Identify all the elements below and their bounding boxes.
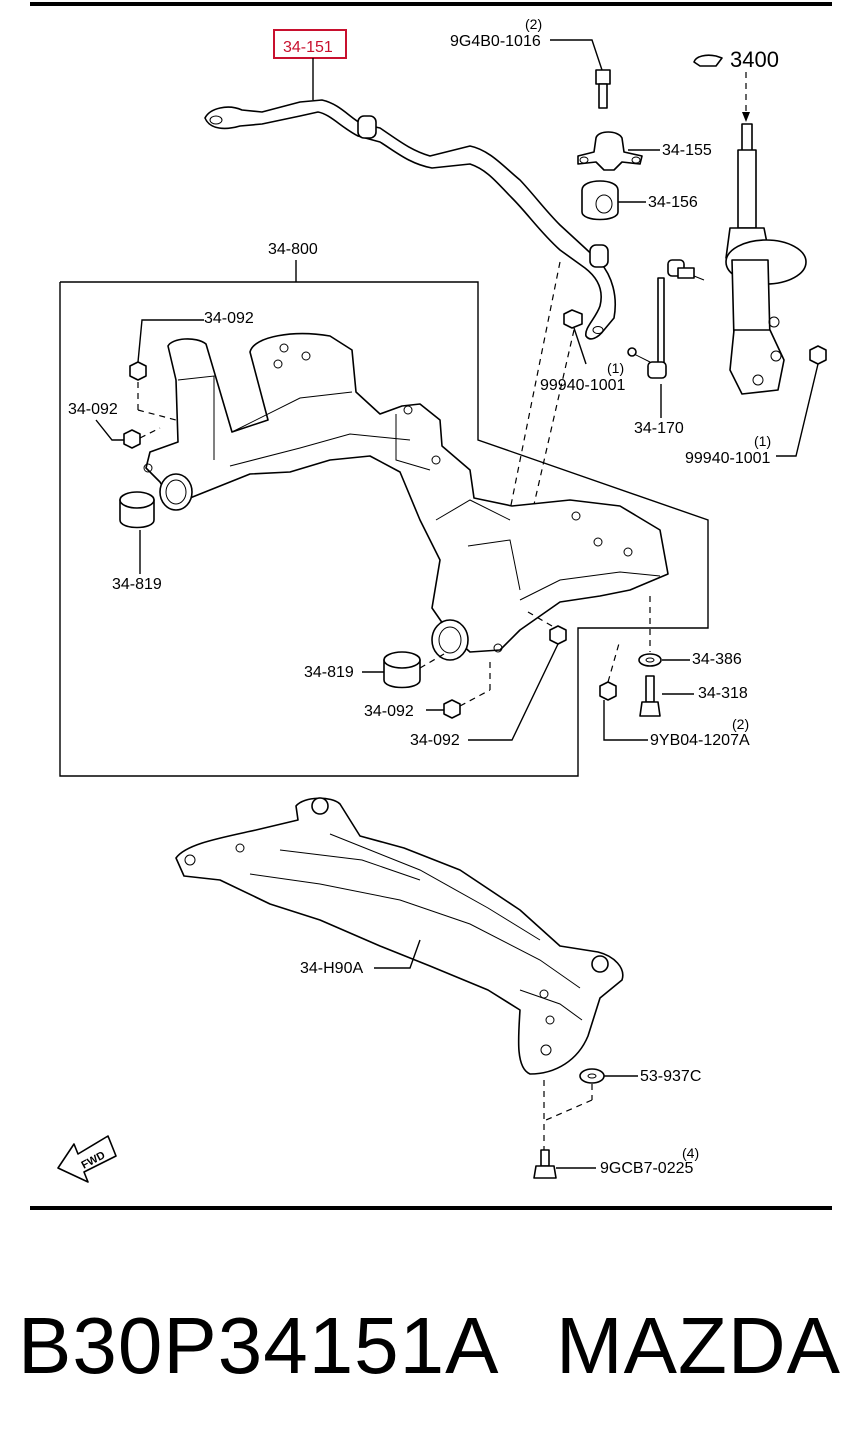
- label-34-800[interactable]: 34-800: [268, 241, 318, 258]
- label-34-155[interactable]: 34-155: [662, 142, 712, 159]
- label-34-092-d[interactable]: 34-092: [410, 732, 460, 749]
- label-34-318[interactable]: 34-318: [698, 685, 748, 702]
- nut-34-092-a[interactable]: [129, 361, 147, 381]
- label-34-h90a[interactable]: 34-H90A: [300, 960, 363, 977]
- mount-34-819-a[interactable]: [119, 491, 155, 529]
- nut-99940-b[interactable]: [809, 345, 827, 365]
- label-34-819-b[interactable]: 34-819: [304, 664, 354, 681]
- bolt-9g4b0[interactable]: [595, 69, 611, 109]
- label-9g4b0-1016[interactable]: 9G4B0-1016: [450, 33, 541, 50]
- bushing-34-156[interactable]: [581, 180, 619, 221]
- label-53-937c[interactable]: 53-937C: [640, 1068, 701, 1085]
- qty-9gcb7: (4): [682, 1145, 699, 1161]
- qty-99940-b: (1): [754, 433, 771, 449]
- undercover-34-h90a[interactable]: [175, 797, 624, 1075]
- qty-9yb04: (2): [732, 716, 749, 732]
- nut-34-092-c[interactable]: [443, 699, 461, 719]
- footer-brand: MAZDA: [556, 1301, 841, 1390]
- nut-34-092-d[interactable]: [549, 625, 567, 645]
- crossmember-34-800[interactable]: [143, 332, 669, 661]
- bracket-34-155[interactable]: [577, 131, 643, 171]
- label-34-386[interactable]: 34-386: [692, 651, 742, 668]
- nut-99940-a[interactable]: [563, 309, 583, 329]
- label-3400[interactable]: 3400: [730, 47, 779, 72]
- label-34-092-a[interactable]: 34-092: [204, 310, 254, 327]
- label-34-819-a[interactable]: 34-819: [112, 576, 162, 593]
- stabilizer-bar[interactable]: [204, 99, 616, 340]
- strut-ref-icon: [693, 54, 723, 67]
- label-34-092-b[interactable]: 34-092: [68, 401, 118, 418]
- nut-9yb04[interactable]: [599, 681, 617, 701]
- qty-99940-a: (1): [607, 360, 624, 376]
- label-34-156[interactable]: 34-156: [648, 194, 698, 211]
- washer-34-386[interactable]: [638, 653, 662, 667]
- bolt-34-318[interactable]: [639, 675, 661, 717]
- bolt-9gcb7[interactable]: [533, 1149, 557, 1179]
- stabilizer-link-34-170[interactable]: [627, 259, 705, 379]
- label-34-170[interactable]: 34-170: [634, 420, 684, 437]
- label-34-092-c[interactable]: 34-092: [364, 703, 414, 720]
- label-34-151[interactable]: 34-151: [283, 39, 333, 56]
- assembly-frame: [59, 281, 709, 777]
- washer-53-937c[interactable]: [579, 1068, 605, 1084]
- label-9yb04-1207a[interactable]: 9YB04-1207A: [650, 732, 750, 749]
- label-99940-1001-b[interactable]: 99940-1001: [685, 450, 771, 467]
- nut-34-092-b[interactable]: [123, 429, 141, 449]
- label-99940-1001-a[interactable]: 99940-1001: [540, 377, 626, 394]
- footer-part-number: B30P34151A: [18, 1301, 500, 1390]
- label-9gcb7-0225[interactable]: 9GCB7-0225: [600, 1160, 693, 1177]
- forward-arrow-icon: FWD: [57, 1135, 117, 1183]
- qty-9g4b0: (2): [525, 16, 542, 32]
- mount-34-819-b[interactable]: [383, 651, 421, 689]
- shock-absorber[interactable]: [725, 123, 807, 395]
- highlight-box: [273, 29, 347, 59]
